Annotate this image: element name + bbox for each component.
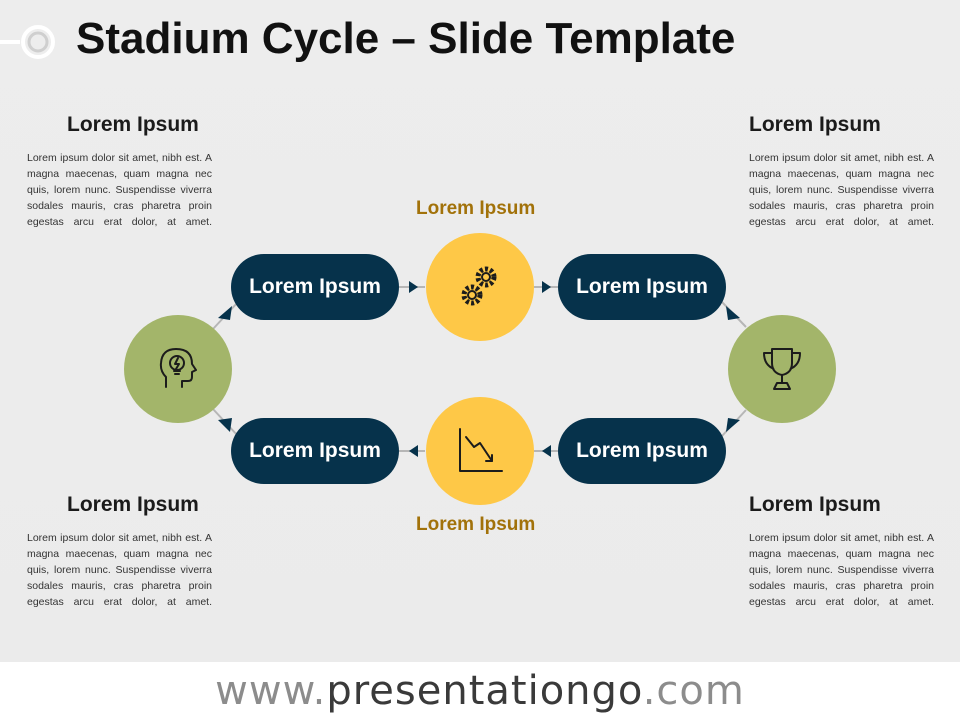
arrow-up-right-icon	[218, 306, 232, 320]
end-circle	[728, 315, 836, 423]
gears-icon	[461, 266, 497, 306]
footer-prefix: www.	[215, 668, 327, 714]
bottom-center-circle	[426, 397, 534, 505]
trophy-icon	[763, 348, 801, 390]
text-block-heading: Lorem Ipsum	[67, 493, 199, 516]
text-block-heading: Lorem Ipsum	[749, 113, 881, 136]
top-center-label: Lorem Ipsum	[416, 198, 536, 219]
bottom-center-label: Lorem Ipsum	[416, 514, 536, 535]
arrow-down-right-icon	[726, 306, 740, 320]
text-block-body: Lorem ipsum dolor sit amet, nibh est. A …	[27, 532, 212, 608]
arrow-up-left-icon	[218, 418, 232, 432]
text-block-body: Lorem ipsum dolor sit amet, nibh est. A …	[27, 152, 212, 228]
connector-lines	[212, 281, 747, 457]
pill-bottom-left: Lorem Ipsum	[231, 418, 399, 484]
arrow-right-icon	[542, 281, 551, 293]
page-title: Stadium Cycle – Slide Template	[76, 14, 736, 63]
logo-mark-icon	[0, 25, 55, 59]
text-block-heading: Lorem Ipsum	[67, 113, 199, 136]
arrow-right-icon	[409, 281, 418, 293]
arrow-left-icon	[409, 445, 418, 457]
pill-bottom-right: Lorem Ipsum	[558, 418, 726, 484]
footer-suffix: .com	[642, 668, 745, 714]
slide: Stadium Cycle – Slide Template	[0, 0, 960, 662]
text-block-heading: Lorem Ipsum	[749, 493, 881, 516]
footer: www.presentationgo.com	[0, 662, 960, 720]
top-center-circle	[426, 233, 534, 341]
declining-chart-icon	[459, 428, 503, 472]
footer-brand[interactable]: presentationgo	[326, 668, 643, 714]
stadium-cycle-diagram: Lorem Ipsum Lorem Ipsum Lorem Ipsum Lore…	[27, 113, 934, 608]
pill-top-right: Lorem Ipsum	[558, 254, 726, 320]
head-lightbulb-icon	[159, 348, 197, 388]
text-block-body: Lorem ipsum dolor sit amet, nibh est. A …	[749, 152, 934, 228]
start-circle	[124, 315, 232, 423]
arrow-left-icon	[542, 445, 551, 457]
arrow-down-left-icon	[726, 418, 740, 432]
text-block-body: Lorem ipsum dolor sit amet, nibh est. A …	[749, 532, 934, 608]
pill-top-left: Lorem Ipsum	[231, 254, 399, 320]
